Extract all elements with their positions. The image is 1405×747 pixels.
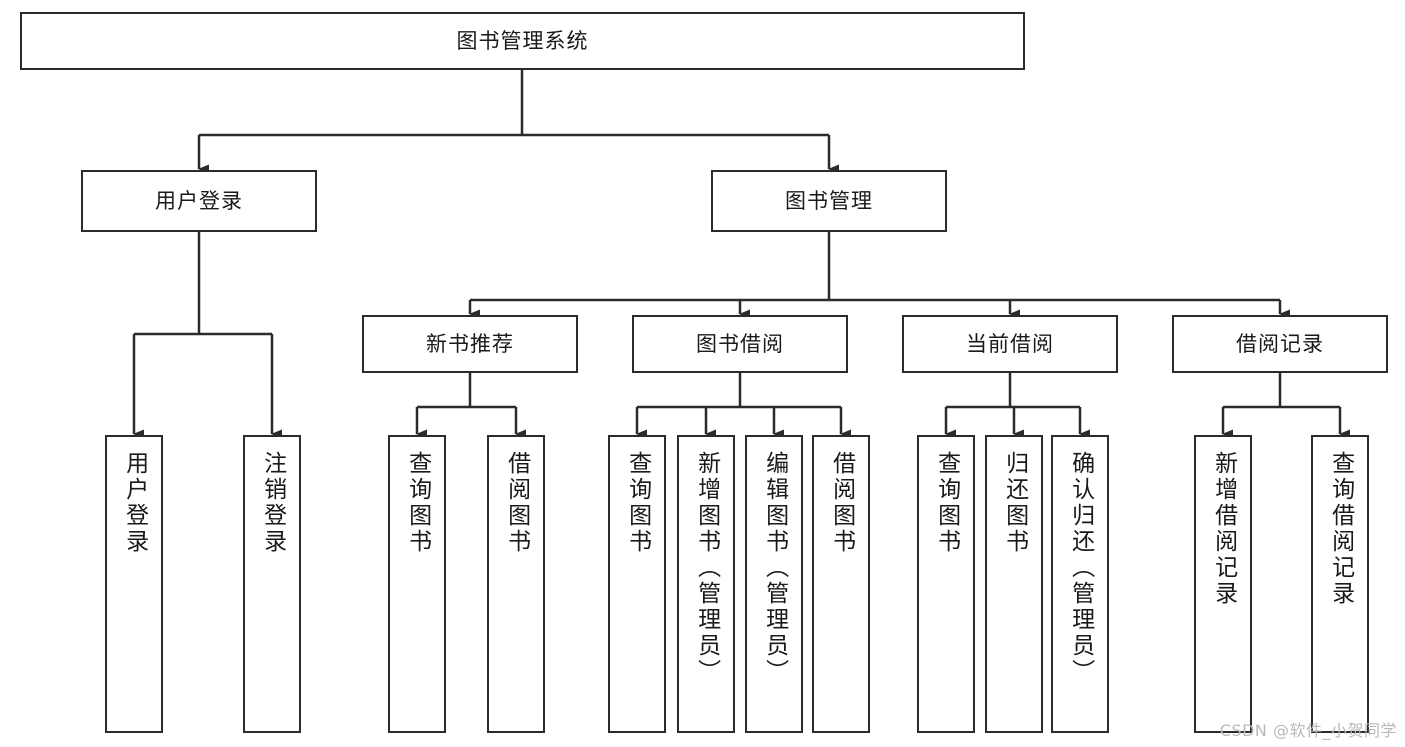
node-label: 新增借阅记录 xyxy=(1210,451,1237,607)
node-label: 查询图书 xyxy=(624,451,651,555)
node-l-cu-query[interactable]: 查询图书 xyxy=(917,435,975,733)
node-label: 新增图书（管理员） xyxy=(693,451,720,685)
node-label: 编辑图书（管理员） xyxy=(761,451,788,685)
node-label: 图书管理系统 xyxy=(456,28,589,53)
node-n-bookmgr[interactable]: 图书管理 xyxy=(711,170,947,232)
node-l-userlogin[interactable]: 用户登录 xyxy=(105,435,163,733)
node-l-hi-query[interactable]: 查询借阅记录 xyxy=(1311,435,1369,733)
node-label: 图书借阅 xyxy=(696,331,784,356)
node-l-nr-query[interactable]: 查询图书 xyxy=(388,435,446,733)
node-label: 新书推荐 xyxy=(426,331,514,356)
node-n-login[interactable]: 用户登录 xyxy=(81,170,317,232)
node-root[interactable]: 图书管理系统 xyxy=(20,12,1025,70)
node-l-nr-borrow[interactable]: 借阅图书 xyxy=(487,435,545,733)
node-label: 查询借阅记录 xyxy=(1327,451,1354,607)
node-l-logout[interactable]: 注销登录 xyxy=(243,435,301,733)
node-l-bo-edit[interactable]: 编辑图书（管理员） xyxy=(745,435,803,733)
node-label: 图书管理 xyxy=(785,188,873,213)
edge-paths xyxy=(132,70,1350,439)
node-label: 归还图书 xyxy=(1001,451,1028,555)
node-l-hi-add[interactable]: 新增借阅记录 xyxy=(1194,435,1252,733)
node-label: 查询图书 xyxy=(933,451,960,555)
node-n-history[interactable]: 借阅记录 xyxy=(1172,315,1388,373)
node-l-bo-borrow[interactable]: 借阅图书 xyxy=(812,435,870,733)
node-label: 借阅图书 xyxy=(503,451,530,555)
node-label: 用户登录 xyxy=(121,451,148,555)
node-label: 确认归还（管理员） xyxy=(1067,451,1094,685)
node-label: 用户登录 xyxy=(155,188,243,213)
node-n-current[interactable]: 当前借阅 xyxy=(902,315,1118,373)
node-l-bo-query[interactable]: 查询图书 xyxy=(608,435,666,733)
node-label: 查询图书 xyxy=(404,451,431,555)
node-l-bo-add[interactable]: 新增图书（管理员） xyxy=(677,435,735,733)
node-label: 注销登录 xyxy=(259,451,286,555)
node-n-newrec[interactable]: 新书推荐 xyxy=(362,315,578,373)
node-label: 借阅图书 xyxy=(828,451,855,555)
node-l-cu-return[interactable]: 归还图书 xyxy=(985,435,1043,733)
node-label: 借阅记录 xyxy=(1236,331,1324,356)
node-n-borrow[interactable]: 图书借阅 xyxy=(632,315,848,373)
node-label: 当前借阅 xyxy=(966,331,1054,356)
node-l-cu-confirm[interactable]: 确认归还（管理员） xyxy=(1051,435,1109,733)
